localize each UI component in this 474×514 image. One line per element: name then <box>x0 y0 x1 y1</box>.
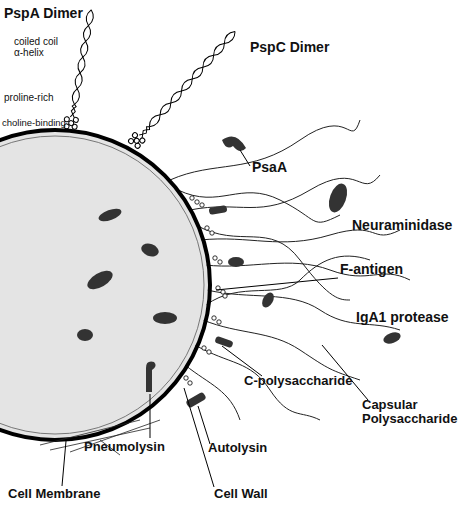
leader-line <box>240 150 250 166</box>
part-label: Neuraminidase <box>352 218 470 233</box>
iga1-protease-blob <box>382 330 402 346</box>
choline-binding-unit <box>73 117 79 123</box>
chain-unit <box>184 376 188 380</box>
part-label: PsaA <box>252 160 312 175</box>
choline-binding-unit <box>139 137 146 144</box>
cytoplasm <box>0 132 208 438</box>
part-label: proline-rich <box>4 92 74 103</box>
part-label: Cell Wall <box>214 487 304 501</box>
capsule-strand <box>190 175 380 210</box>
proline-rich-segment <box>70 104 74 117</box>
chain-unit <box>190 196 194 200</box>
protein-blob <box>153 312 177 324</box>
capsule-strand <box>196 225 350 300</box>
autolysin-blob <box>185 392 206 409</box>
chain-unit <box>202 346 206 350</box>
cell-membrane <box>0 136 204 434</box>
choline-binding-unit <box>128 138 135 145</box>
chain-unit <box>200 203 204 207</box>
protein-blob <box>97 206 123 224</box>
protein-blob <box>228 257 244 267</box>
helix-strand <box>71 9 95 105</box>
leader-line <box>62 441 66 486</box>
chain-unit <box>195 200 199 204</box>
leader-line <box>198 406 210 444</box>
capsule-strand <box>170 120 360 180</box>
protein-blob <box>84 267 115 293</box>
part-label: Cell Membrane <box>8 487 128 501</box>
pspa-dimer <box>63 9 98 131</box>
protein-blob <box>209 205 228 215</box>
proline-rich-segment <box>72 104 76 117</box>
part-label: PspC Dimer <box>250 40 360 55</box>
protein-blob <box>77 329 93 341</box>
pspc-dimer <box>127 27 240 150</box>
choline-binding-unit <box>131 132 138 139</box>
cell-wall <box>0 130 210 440</box>
leader-line <box>222 346 262 376</box>
chain-unit <box>207 350 211 354</box>
part-label: coiled coil α-helix <box>14 36 68 58</box>
part-label: PspA Dimer <box>4 6 94 21</box>
chain-unit <box>223 294 227 298</box>
pneumolysin-blob <box>146 362 156 392</box>
capsule-strand <box>185 365 240 420</box>
capsule-strand <box>203 320 360 380</box>
psaa-blob <box>222 136 246 151</box>
part-label: Autolysin <box>208 441 298 455</box>
chain-unit <box>210 231 214 235</box>
chain-unit <box>217 320 221 324</box>
leader-line <box>150 394 151 438</box>
chain-unit <box>213 256 217 260</box>
choline-binding-unit <box>133 137 140 144</box>
c-polysaccharide-chains <box>184 196 227 385</box>
capsule-strand <box>178 190 340 222</box>
chain-unit <box>188 381 192 385</box>
chain-unit <box>218 260 222 264</box>
helix-strand <box>147 29 238 129</box>
part-label: C-polysaccharide <box>244 374 364 388</box>
chain-unit <box>205 226 209 230</box>
helix-strand <box>147 29 238 129</box>
part-label: choline-binding <box>2 118 76 128</box>
part-label: IgA1 protease <box>356 310 472 325</box>
chain-unit <box>212 316 216 320</box>
part-label: Capsular Polysaccharide <box>362 398 472 427</box>
proline-rich-segment <box>141 127 151 138</box>
leader-lines <box>62 150 368 487</box>
leader-line <box>322 345 368 400</box>
proline-rich-segment <box>139 125 149 136</box>
leader-line <box>216 278 338 290</box>
part-label: Pneumolysin <box>84 440 194 454</box>
protein-blob <box>139 241 160 258</box>
helix-strand <box>71 9 95 105</box>
protein-blob <box>260 291 277 310</box>
part-label: F-antigen <box>340 262 450 277</box>
leader-line <box>184 388 214 487</box>
neuraminidase-blob <box>325 181 350 215</box>
protein-blob <box>214 336 233 349</box>
